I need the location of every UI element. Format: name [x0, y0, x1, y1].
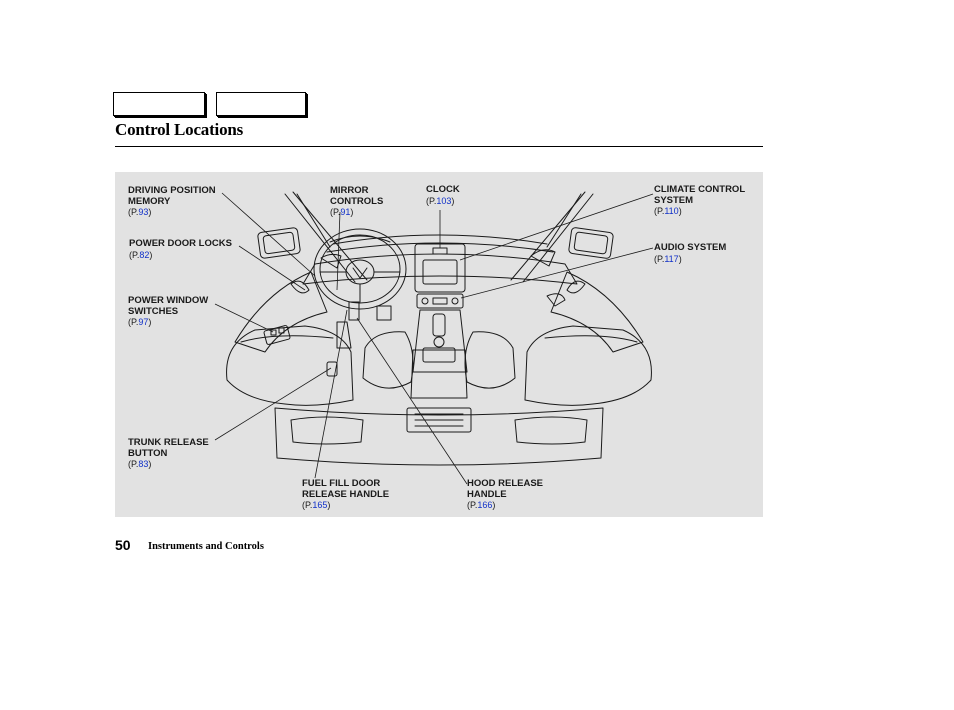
car-interior-diagram: [214, 191, 654, 485]
driver-seat-headrest: [362, 331, 414, 389]
audio-display: [422, 259, 458, 285]
callout-power-window-switches: POWER WINDOW SWITCHES (P.97): [128, 295, 209, 327]
left-a-pillar: [284, 193, 356, 283]
gear-shifter: [432, 313, 446, 337]
leader-climate-control-system: [459, 193, 654, 261]
index-button[interactable]: [216, 92, 306, 116]
callout-hood-release-handle: HOOD RELEASE HANDLE (P.166): [467, 478, 544, 510]
dashboard: [302, 253, 578, 285]
right-side-mirror: [568, 227, 614, 259]
callout-mirror-controls: MIRROR CONTROLS (P.91): [330, 185, 384, 217]
leader-power-window-switches: [214, 303, 274, 333]
page-number: 50: [115, 537, 131, 553]
page-link[interactable]: 91: [340, 207, 351, 217]
left-side-mirror: [257, 227, 301, 259]
rear-vents: [406, 407, 472, 433]
title-divider: [115, 146, 763, 147]
main-menu-button[interactable]: [113, 92, 205, 116]
driver-seat: [226, 325, 354, 406]
fuel-trunk-release: [326, 361, 338, 377]
page-link[interactable]: 165: [312, 500, 328, 510]
leader-driving-position-memory: [221, 192, 316, 277]
leader-fuel-fill-door: [314, 309, 348, 479]
clock-display: [432, 247, 448, 255]
leader-power-door-locks: [238, 245, 306, 291]
callout-climate-control-system: CLIMATE CONTROL SYSTEM (P.110): [654, 184, 746, 216]
armrest: [410, 349, 468, 399]
leader-audio-system: [460, 247, 654, 299]
page-link[interactable]: 97: [138, 317, 149, 327]
passenger-seat-headrest: [464, 331, 516, 389]
leader-mirror-controls: [336, 211, 341, 291]
callout-trunk-release-button: TRUNK RELEASE BUTTON (P.83): [128, 437, 209, 469]
leader-hood-release: [356, 317, 468, 485]
page-title: Control Locations: [115, 120, 244, 139]
callout-power-door-locks: POWER DOOR LOCKS (P.82): [129, 238, 232, 260]
steering-wheel: [313, 228, 407, 310]
callout-audio-system: AUDIO SYSTEM (P.117): [654, 242, 727, 264]
callout-fuel-fill-door-release-handle: FUEL FILL DOOR RELEASE HANDLE (P.165): [302, 478, 390, 510]
center-console: [412, 309, 468, 373]
rear-seat: [274, 407, 604, 466]
page-link[interactable]: 103: [436, 195, 452, 206]
section-name: Instruments and Controls: [148, 541, 264, 552]
right-a-pillar: [522, 193, 594, 283]
callout-clock: CLOCK (P.103): [426, 184, 460, 206]
passenger-seat: [524, 325, 652, 406]
page-link[interactable]: 82: [139, 249, 150, 260]
page-link[interactable]: 166: [477, 500, 493, 510]
climate-controls: [416, 293, 464, 309]
page-link[interactable]: 117: [664, 253, 679, 264]
page-link[interactable]: 93: [138, 207, 149, 217]
page-link[interactable]: 110: [664, 206, 679, 216]
callout-driving-position-memory: DRIVING POSITION MEMORY (P.93): [128, 185, 216, 217]
right-door-panel: [550, 271, 644, 353]
control-locations-illustration: DRIVING POSITION MEMORY (P.93) POWER DOO…: [115, 172, 763, 517]
leader-trunk-release-button: [214, 367, 332, 441]
page-link[interactable]: 83: [138, 459, 149, 469]
